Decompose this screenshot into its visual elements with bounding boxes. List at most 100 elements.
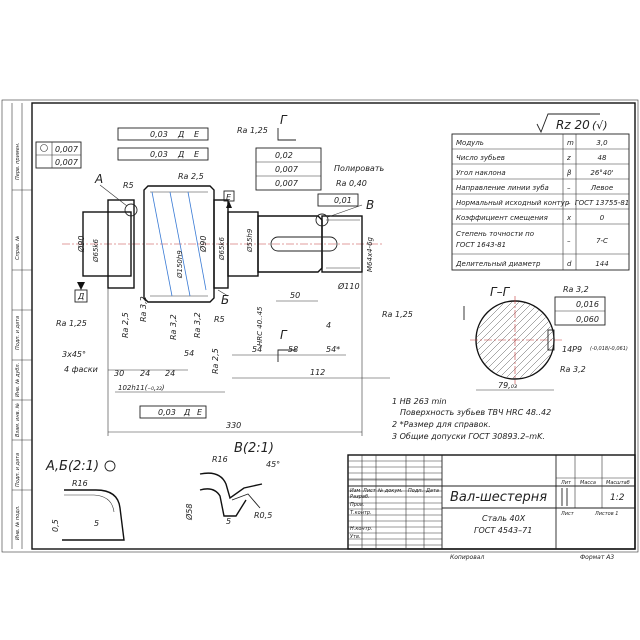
spec-row-symbol: – [567,199,571,207]
section-hatch-line [488,313,543,368]
svg-text:0,007: 0,007 [275,179,299,188]
svg-text:24: 24 [165,369,175,378]
svg-text:Ra 3,2: Ra 3,2 [139,296,148,322]
svg-text:0,01: 0,01 [334,196,352,205]
svg-text:Ra 1,25: Ra 1,25 [56,319,87,328]
svg-text:В: В [366,198,374,212]
spec-row-symbol: d [567,260,572,268]
gtol-frame-top: 0,03 0,03 Д Е Д Е [117,127,209,161]
svg-text:№ докум.: № докум. [377,488,403,494]
spec-row-symbol: – [567,184,571,192]
svg-text:Ø65k6: Ø65k6 [92,239,100,263]
section-gg: Г–Г 0,016 0,060 14Р9 (-0,018/-0,061) Ra … [463,285,628,391]
svg-text:HRC 40..45: HRC 40..45 [256,306,264,346]
spec-row-value: 7-С [596,237,608,245]
svg-text:Е: Е [197,408,203,417]
spec-row-value: 3,0 [596,139,608,147]
roughness-callouts: Ra 1,25 Ra 2,5 Ra 0,40 Ra 1,25 Ra 1,25 П… [56,126,413,374]
spec-row-name: Число зубьев [456,154,505,162]
cut-plane-g-top: Г [277,113,296,141]
svg-text:Ø58: Ø58 [184,504,194,521]
spec-row-symbol: – [567,237,571,245]
svg-text:330: 330 [226,421,241,430]
svg-text:Ra 2,5: Ra 2,5 [178,172,204,181]
copied-by: Копировал [450,554,484,561]
detail-ab-title: А,Б(2:1) [45,459,99,474]
svg-text:30: 30 [114,369,124,378]
section-hatch-line [512,337,554,379]
svg-text:0,03: 0,03 [150,130,168,139]
dimension-lines: 30 24 24 54 54 58 54* 112 102h11(₋₀,₂₂) … [107,272,390,436]
svg-text:Ø90: Ø90 [76,236,86,253]
gtol-frame-b: 0,01 [317,193,359,207]
spec-row-name: Направление линии зуба [456,184,549,192]
detail-ab: А,Б(2:1) R16 0,5 5 [45,459,125,541]
diameter-labels: Ø90 Ø65k6 Ø150h9 Ø90 Ø65k6 Ø55h9 М64х4-6… [62,181,374,374]
svg-text:112: 112 [310,368,325,377]
svg-text:Масштаб: Масштаб [606,480,630,486]
svg-text:Ø90: Ø90 [198,236,208,253]
section-hatch-line [492,317,546,371]
spec-row-name: Угол наклона [456,169,506,177]
svg-text:24: 24 [140,369,150,378]
section-hatch-line [478,303,504,329]
section-hatch-line [520,345,553,378]
drawing-title: Вал-шестерня [450,490,547,505]
gtol-frame-left: 0,007 0,007 [35,141,82,169]
margin-label-7: Инв. № подл. [15,506,21,541]
svg-text:R16: R16 [72,479,88,488]
svg-text:2 *Размер для справок.: 2 *Размер для справок. [392,420,491,429]
svg-text:Лит: Лит [560,480,572,486]
svg-text:(-0,018/-0,061): (-0,018/-0,061) [590,346,628,352]
svg-text:0,03: 0,03 [158,408,176,417]
detail-b-title: В(2:1) [234,441,274,456]
title-block: Изм Лист № докум. Подп. Дата Разраб. Про… [347,454,636,561]
material-standard: ГОСТ 4543–71 [474,526,532,535]
spec-row-name: Модуль [456,139,484,147]
svg-text:Ra 3,2: Ra 3,2 [193,312,202,338]
section-hatch-line [482,307,535,360]
section-hatch-line [529,354,551,376]
svg-text:Ra 3,2: Ra 3,2 [560,365,586,374]
svg-text:А: А [94,172,103,186]
svg-text:3 Общие допуски ГОСТ 30893.2–: 3 Общие допуски ГОСТ 30893.2–mK. [392,432,545,441]
section-hatch-line [476,301,513,338]
svg-text:Пров.: Пров. [350,502,365,508]
svg-text:Полировать: Полировать [334,164,384,173]
gtol-frame-right: 0,02 0,007 0,007 [255,147,322,191]
svg-text:Ra 0,40: Ra 0,40 [336,179,367,188]
section-hatch-line [506,331,553,378]
technical-notes: 1 НВ 263 min Поверхность зубьев ТВЧ HRC … [392,397,551,441]
svg-text:Е: Е [226,193,232,202]
svg-text:R0,5: R0,5 [254,511,272,520]
margin-label-4: Инв. № дубл. [15,363,21,397]
datum-e: Е [223,190,235,208]
svg-text:Г: Г [280,113,288,127]
svg-text:1 НВ 263 min: 1 НВ 263 min [392,397,447,406]
svg-text:Изм: Изм [350,488,360,494]
svg-text:0,016: 0,016 [576,300,599,309]
svg-text:4 фаски: 4 фаски [64,365,98,374]
svg-text:Ra 1,25: Ra 1,25 [382,310,413,319]
sheet-outer-frame [1,99,639,553]
shaft-main-view: А В Б Г Г Е 0, [35,113,413,436]
spec-row-value: ГОСТ 13755-81 [575,199,630,207]
svg-text:Подп.: Подп. [408,488,423,494]
svg-text:54: 54 [184,349,194,358]
spec-row-name: Степень точности по [456,230,534,238]
svg-text:5: 5 [226,517,231,526]
svg-text:54*: 54* [326,345,340,354]
spec-row-name: Нормальный исходный контур [456,199,570,207]
material: Сталь 40Х [482,514,526,523]
section-hatch-line [496,321,549,374]
spec-row-symbol: β [567,169,572,177]
svg-text:Ra 2,5: Ra 2,5 [211,348,220,374]
svg-text:45°: 45° [266,460,280,469]
section-hatch-line [479,304,531,356]
spec-row-name: Коэффициент смещения [456,214,548,222]
svg-text:R5: R5 [214,315,225,324]
section-mark-b: В [315,198,374,227]
spec-row-symbol: m [567,139,574,147]
